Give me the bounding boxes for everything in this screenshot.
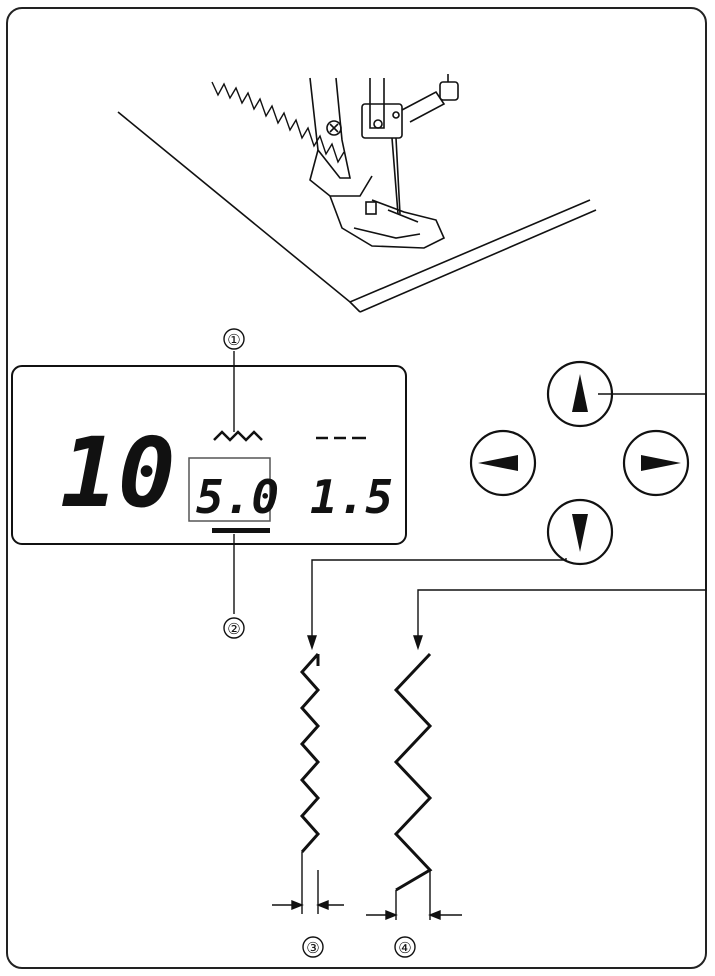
stitch-width-underline [212,528,270,533]
svg-text:①: ① [227,331,240,349]
up-arrow-icon [572,374,588,412]
callout-1: ① [223,328,245,432]
presser-foot-sole [329,195,446,249]
stitch-width-value: 5.0 [196,470,279,524]
callout-3: ③ [302,936,324,958]
wide-width-dimension [366,870,462,921]
wide-zigzag-stitch [393,652,433,892]
pattern-number: 10 [60,417,176,529]
fabric-sheet [117,111,591,303]
narrow-zigzag-stitch [299,653,321,853]
fabric-zigzag-stitch [211,81,345,164]
right-button[interactable] [622,429,690,497]
left-button[interactable] [469,429,537,497]
down-button[interactable] [546,498,614,566]
svg-text:④: ④ [398,939,411,957]
zigzag-width-icon [213,430,263,442]
svg-text:③: ③ [306,939,319,957]
stitch-width-highlight-box [188,457,271,522]
needle [391,137,401,215]
fabric-edge [359,209,597,313]
sewing-machine-illustration [117,74,597,313]
stitch-length-value: 1.5 [310,470,393,524]
connector-lines [307,393,707,651]
presser-foot-shank [309,77,351,179]
callout-4: ④ [394,936,416,958]
svg-text:②: ② [227,620,240,638]
lcd-display: 10 5.0 1.5 [11,365,407,545]
down-arrow-icon [572,514,588,552]
narrow-width-dimension [272,852,344,914]
callout-2: ② [223,534,245,639]
left-arrow-icon [478,455,518,471]
right-arrow-icon [641,455,681,471]
